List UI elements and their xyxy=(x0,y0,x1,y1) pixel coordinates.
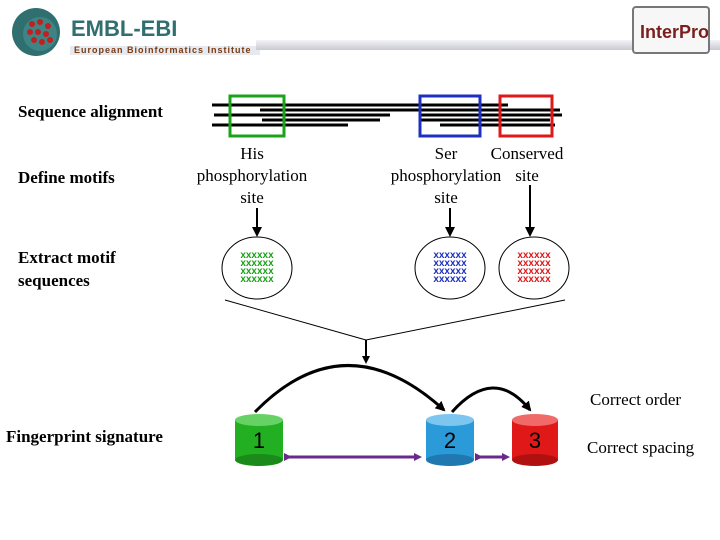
extract-ser-line-2: xxxxxx xyxy=(433,258,467,269)
sequence-alignment xyxy=(212,103,562,127)
his-motif-box xyxy=(228,94,286,138)
extract-conserved-line-4: xxxxxx xyxy=(517,274,551,285)
label-extract-motif-sequences: Extract motif sequences xyxy=(18,248,116,290)
label-correct-order: Correct order xyxy=(590,390,682,409)
ser-motif-box xyxy=(418,94,482,138)
extract-conserved-line-2: xxxxxx xyxy=(517,258,551,269)
cylinder-1-label: 1 xyxy=(253,428,265,453)
extract-his-line-2: xxxxxx xyxy=(240,258,274,269)
extract-ser-line-1: xxxxxx xyxy=(433,250,467,261)
embl-ebi-logo: EMBL-EBI European Bioinformatics Institu… xyxy=(4,6,260,58)
conserved-motif-box xyxy=(498,94,554,138)
label-define-motifs: Define motifs xyxy=(18,168,115,187)
extract-ellipse-his xyxy=(221,236,293,300)
embl-ebi-title: EMBL-EBI xyxy=(71,16,177,41)
label-sequence-alignment: Sequence alignment xyxy=(18,102,163,121)
cylinder-3-label: 3 xyxy=(529,428,541,453)
cylinder-3 xyxy=(512,414,558,466)
extract-ser-line-3: xxxxxx xyxy=(433,266,467,277)
interpro-logo-text: InterPro xyxy=(640,22,708,42)
motif-label-conserved: Conserved site xyxy=(490,144,564,185)
extract-his-line-3: xxxxxx xyxy=(240,266,274,277)
extract-his-line-1: xxxxxx xyxy=(240,250,274,261)
extract-ellipse-conserved xyxy=(498,236,570,300)
extract-conserved-line-3: xxxxxx xyxy=(517,266,551,277)
label-fingerprint-signature: Fingerprint signature xyxy=(6,427,163,446)
extract-his-line-4: xxxxxx xyxy=(240,274,274,285)
motif-label-his: His phosphorylation site xyxy=(196,144,308,207)
extract-ser-line-4: xxxxxx xyxy=(433,274,467,285)
interpro-logo: InterPro xyxy=(632,6,710,54)
cylinder-2-label: 2 xyxy=(444,428,456,453)
cylinder-2 xyxy=(426,414,474,466)
order-arrow-1-to-2 xyxy=(253,364,446,414)
cylinder-1 xyxy=(235,414,283,466)
extract-conserved-line-1: xxxxxx xyxy=(517,250,551,261)
motif-label-ser: Ser phosphorylation site xyxy=(390,144,502,207)
header-bar xyxy=(256,40,720,50)
embl-ebi-subtitle: European Bioinformatics Institute xyxy=(74,45,252,55)
order-arrow-2-to-3 xyxy=(450,386,532,414)
label-correct-spacing: Correct spacing xyxy=(587,438,695,457)
extract-ellipse-ser xyxy=(414,236,486,300)
merge-lines xyxy=(224,299,566,341)
